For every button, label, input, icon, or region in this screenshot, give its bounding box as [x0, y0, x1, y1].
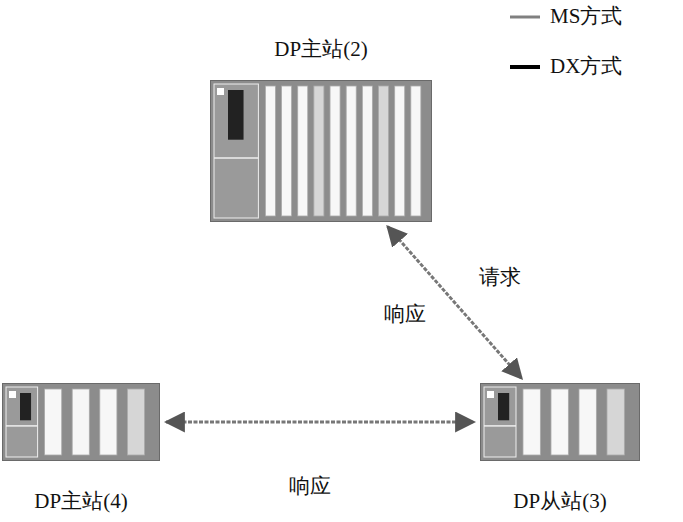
plc-rack	[2, 383, 160, 461]
plc-station: DP主站(2)	[210, 80, 432, 222]
plc-station: DP主站(4)	[2, 383, 160, 461]
station-name: DP主站(4)	[32, 489, 129, 514]
plc-station: DP从站(3)	[480, 383, 640, 461]
legend-entry: DX方式	[508, 54, 622, 79]
legend-text: MS方式	[550, 4, 622, 29]
station-name: DP主站(2)	[272, 37, 369, 62]
edge-label: 响应	[286, 474, 334, 499]
legend-line-sample	[508, 61, 544, 73]
plc-rack	[210, 80, 432, 222]
arrow-note: 响应	[381, 302, 429, 327]
legend-line-sample	[508, 11, 544, 23]
legend-text: DX方式	[550, 54, 622, 79]
legend-entry: MS方式	[508, 4, 622, 29]
station-name: DP从站(3)	[511, 489, 608, 514]
plc-rack	[480, 383, 640, 461]
edge-label: 请求	[476, 265, 524, 290]
communication-arrow	[166, 421, 474, 424]
